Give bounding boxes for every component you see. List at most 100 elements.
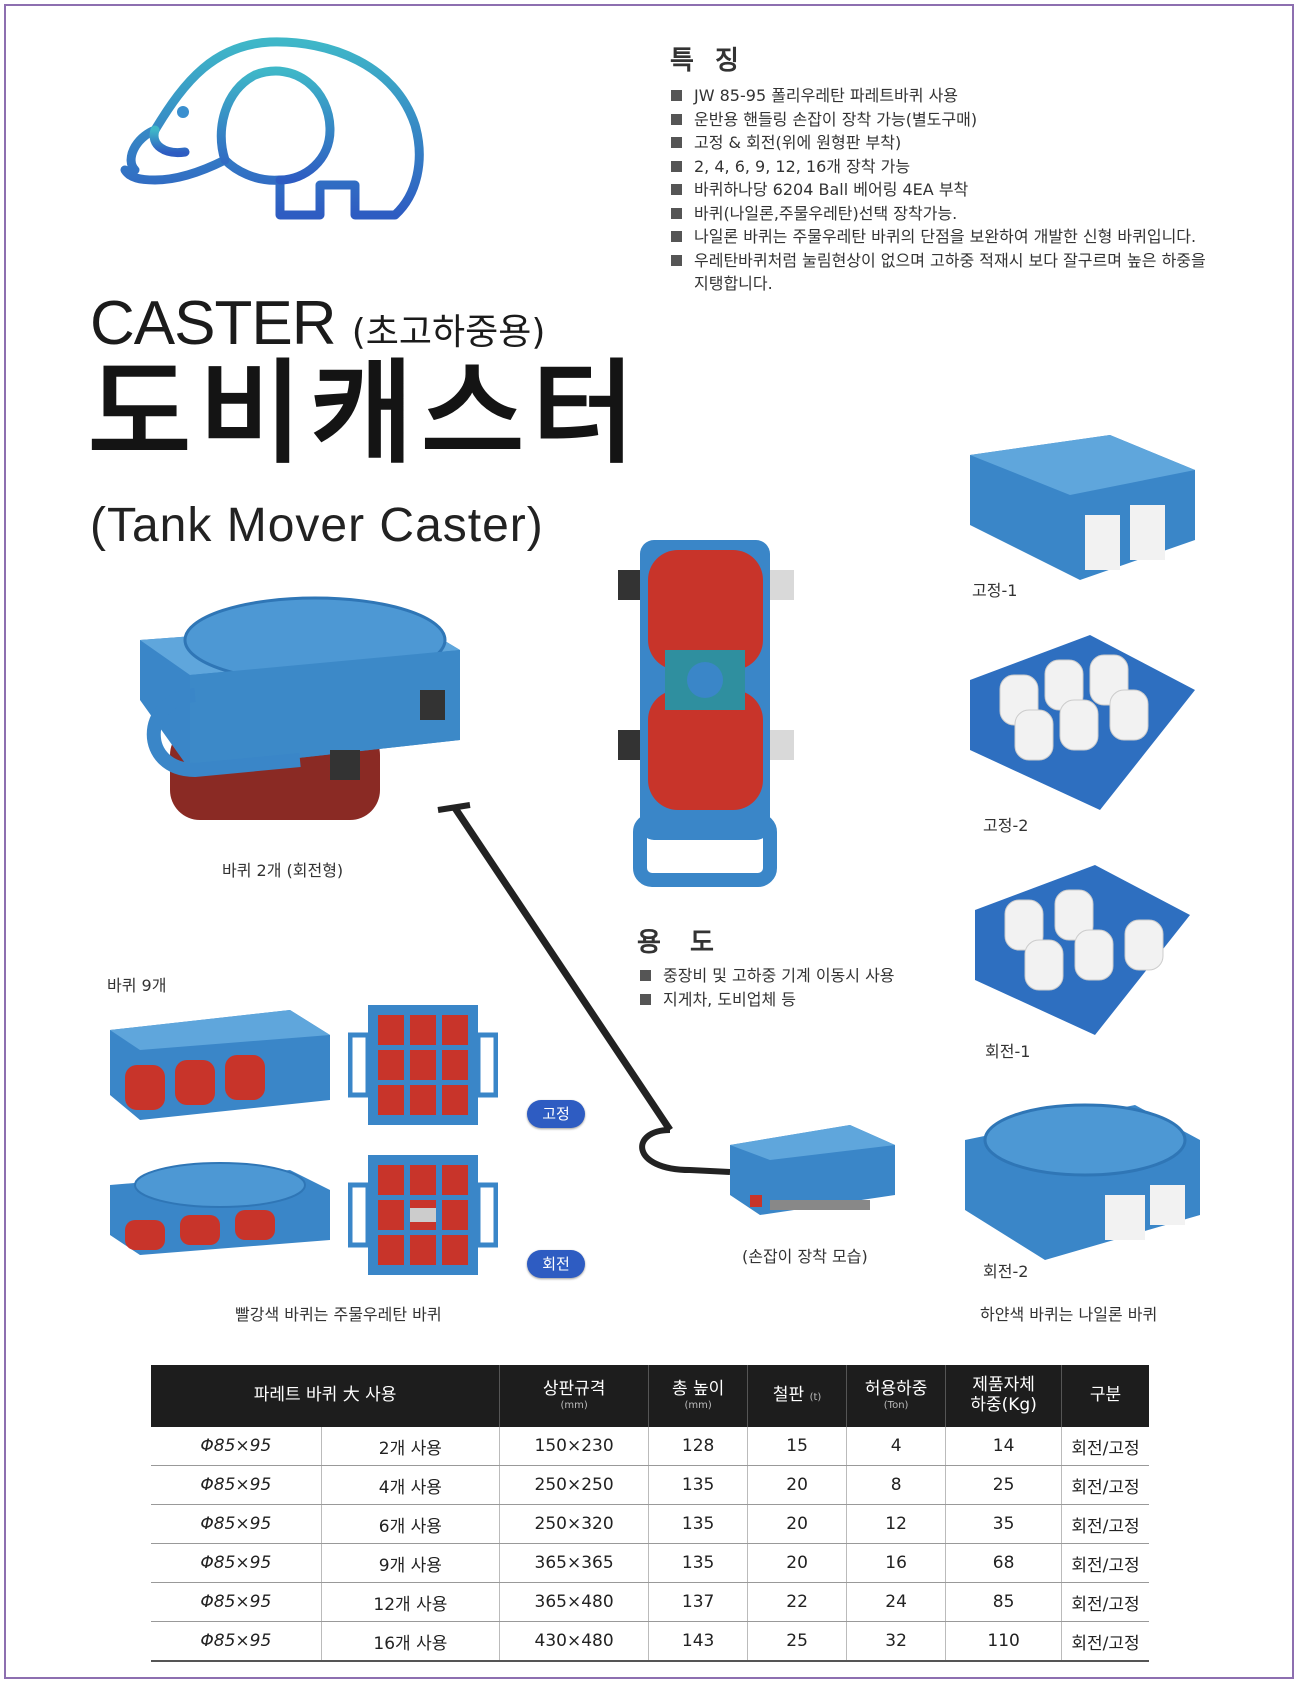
cell-wheel-size: Φ85×95 bbox=[151, 1543, 322, 1583]
col-height: 총 높이(mm) bbox=[648, 1365, 748, 1427]
cell-top-size: 430×480 bbox=[499, 1621, 649, 1662]
caster-with-handle-image bbox=[437, 802, 895, 1215]
caster-top-view-image bbox=[618, 540, 794, 887]
usage-item: 중장비 및 고하중 기계 이동시 사용 bbox=[637, 964, 895, 988]
cell-top-size: 150×230 bbox=[499, 1427, 649, 1466]
feature-item: 우레탄바퀴처럼 눌림현상이 없으며 고하중 적재시 보다 잘구르며 높은 하중을… bbox=[668, 249, 1208, 296]
feature-item: 바퀴하나당 6204 Ball 베어링 4EA 부착 bbox=[668, 178, 1208, 202]
cell-plate: 20 bbox=[747, 1465, 847, 1505]
caption-wheels-9: 바퀴 9개 bbox=[107, 976, 167, 995]
cell-type: 회전/고정 bbox=[1061, 1504, 1149, 1544]
cell-plate: 25 bbox=[747, 1621, 847, 1662]
cell-top-size: 250×320 bbox=[499, 1504, 649, 1544]
usage-title: 용 도 bbox=[637, 928, 724, 958]
cell-wheel-size: Φ85×95 bbox=[151, 1504, 322, 1544]
col-plate-label: 철판 bbox=[772, 1385, 805, 1406]
col-plate-unit: (t) bbox=[809, 1392, 822, 1404]
cell-height: 137 bbox=[648, 1582, 748, 1622]
feature-item: 고정 & 회전(위에 원형판 부착) bbox=[668, 131, 1208, 155]
cell-height: 135 bbox=[648, 1465, 748, 1505]
feature-item: 운반용 핸들링 손잡이 장착 가능(별도구매) bbox=[668, 108, 1208, 132]
col-weight-label-1: 제품자체 bbox=[972, 1375, 1035, 1396]
badge-swivel: 회전 bbox=[527, 1250, 585, 1278]
col-top-size: 상판규격(mm) bbox=[499, 1365, 649, 1427]
caster-9-fixed-side-image bbox=[110, 1010, 330, 1120]
col-weight-label-2: 하중(Kg) bbox=[970, 1395, 1037, 1415]
caption-white-wheel-note: 하얀색 바퀴는 나일론 바퀴 bbox=[980, 1305, 1158, 1324]
col-load: 허용하중(Ton) bbox=[846, 1365, 946, 1427]
caption-handle-attached: (손잡이 장착 모습) bbox=[742, 1247, 868, 1266]
cell-weight: 14 bbox=[945, 1427, 1062, 1466]
cell-wheel-count: 2개 사용 bbox=[320, 1427, 500, 1466]
cell-type: 회전/고정 bbox=[1061, 1465, 1149, 1505]
cell-top-size: 365×480 bbox=[499, 1582, 649, 1622]
elephant-logo-icon bbox=[120, 37, 424, 220]
cell-wheel-count: 6개 사용 bbox=[320, 1504, 500, 1544]
cell-wheel-count: 12개 사용 bbox=[320, 1582, 500, 1622]
caption-swivel-1: 회전-1 bbox=[985, 1042, 1031, 1061]
cell-load: 16 bbox=[846, 1543, 946, 1583]
cell-plate: 15 bbox=[747, 1427, 847, 1466]
cell-weight: 68 bbox=[945, 1543, 1062, 1583]
cell-weight: 85 bbox=[945, 1582, 1062, 1622]
cell-wheel-size: Φ85×95 bbox=[151, 1465, 322, 1505]
cell-type: 회전/고정 bbox=[1061, 1543, 1149, 1583]
cell-top-size: 250×250 bbox=[499, 1465, 649, 1505]
caster-9-fixed-top-image bbox=[348, 1005, 498, 1125]
col-top-size-unit: (mm) bbox=[560, 1400, 588, 1412]
cell-load: 24 bbox=[846, 1582, 946, 1622]
usage-item: 지게차, 도비업체 등 bbox=[637, 988, 895, 1012]
badge-fixed: 고정 bbox=[527, 1100, 585, 1128]
cell-plate: 22 bbox=[747, 1582, 847, 1622]
caster-9-swivel-side-image bbox=[110, 1162, 330, 1255]
caster-heading: CASTER (초고하중용) bbox=[90, 288, 545, 359]
cell-wheel-count: 9개 사용 bbox=[320, 1543, 500, 1583]
cell-load: 8 bbox=[846, 1465, 946, 1505]
feature-item: JW 85-95 폴리우레탄 파레트바퀴 사용 bbox=[668, 84, 1208, 108]
col-load-unit: (Ton) bbox=[883, 1400, 909, 1412]
cell-weight: 25 bbox=[945, 1465, 1062, 1505]
cell-height: 128 bbox=[648, 1427, 748, 1466]
cell-load: 12 bbox=[846, 1504, 946, 1544]
caster-swivel-2-right-image bbox=[965, 1103, 1200, 1260]
feature-item: 바퀴(나일론,주물우레탄)선택 장착가능. bbox=[668, 202, 1208, 226]
cell-type: 회전/고정 bbox=[1061, 1427, 1149, 1466]
caster-subtitle: (초고하중용) bbox=[351, 312, 546, 353]
cell-weight: 35 bbox=[945, 1504, 1062, 1544]
col-load-label: 허용하중 bbox=[864, 1379, 928, 1400]
cell-wheel-count: 16개 사용 bbox=[320, 1621, 500, 1662]
cell-type: 회전/고정 bbox=[1061, 1621, 1149, 1662]
cell-plate: 20 bbox=[747, 1543, 847, 1583]
cell-wheel-size: Φ85×95 bbox=[151, 1582, 322, 1622]
caption-swivel-2: 바퀴 2개 (회전형) bbox=[222, 861, 344, 880]
caster-word: CASTER bbox=[90, 289, 336, 358]
cell-plate: 20 bbox=[747, 1504, 847, 1544]
caster-fixed-1-image bbox=[970, 435, 1195, 580]
caster-swivel-1-image bbox=[975, 865, 1190, 1035]
caster-9-swivel-top-image bbox=[348, 1155, 498, 1275]
cell-wheel-size: Φ85×95 bbox=[151, 1427, 322, 1466]
cell-wheel-size: Φ85×95 bbox=[151, 1621, 322, 1662]
caption-fixed-2: 고정-2 bbox=[983, 816, 1029, 835]
caption-red-wheel-note: 빨강색 바퀴는 주물우레탄 바퀴 bbox=[235, 1305, 442, 1324]
cell-weight: 110 bbox=[945, 1621, 1062, 1662]
cell-height: 143 bbox=[648, 1621, 748, 1662]
col-pallet: 파레트 바퀴 大 사용 bbox=[151, 1365, 500, 1427]
cell-load: 4 bbox=[846, 1427, 946, 1466]
feature-item: 2, 4, 6, 9, 12, 16개 장착 가능 bbox=[668, 155, 1208, 179]
caption-swivel-2-right: 회전-2 bbox=[983, 1262, 1029, 1281]
cell-height: 135 bbox=[648, 1504, 748, 1544]
spec-table-header: 파레트 바퀴 大 사용 상판규격(mm) 총 높이(mm) 철판 (t) 허용하… bbox=[151, 1365, 1149, 1427]
col-height-unit: (mm) bbox=[684, 1400, 712, 1412]
col-plate: 철판 (t) bbox=[747, 1365, 847, 1427]
feature-item: 나일론 바퀴는 주물우레탄 바퀴의 단점을 보완하여 개발한 신형 바퀴입니다. bbox=[668, 225, 1208, 249]
col-top-size-label: 상판규격 bbox=[542, 1379, 606, 1400]
